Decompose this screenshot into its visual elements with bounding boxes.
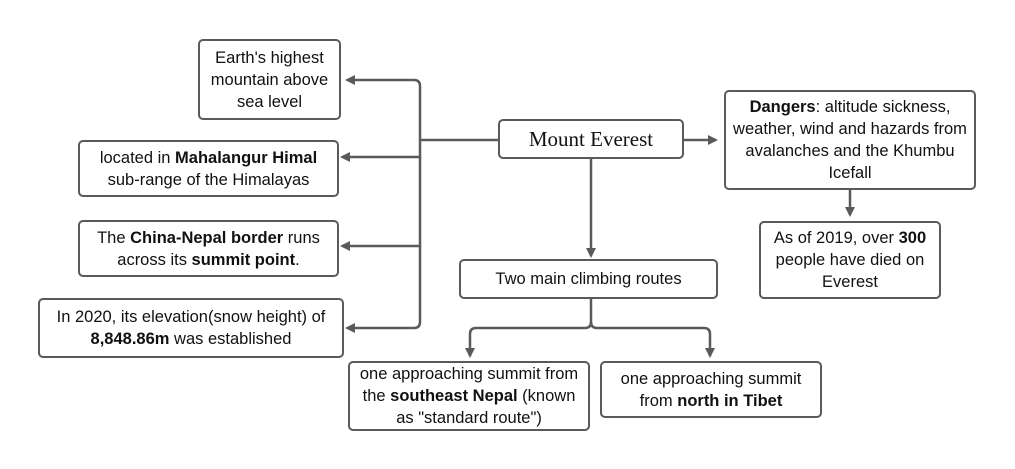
center-node-mount-everest: Mount Everest [498, 119, 684, 159]
connector-to-fact-1 [345, 75, 422, 140]
routes-title: Two main climbing routes [495, 270, 682, 288]
center-node-title: Mount Everest [528, 127, 654, 151]
route-southeast-box: one approaching summit from the southeas… [348, 361, 590, 431]
route-north-box: one approaching summit from north in Tib… [600, 361, 822, 418]
fact-box-elevation: In 2020, its elevation(snow height) of 8… [38, 298, 344, 358]
dangers-text: Dangers: altitude sickness, weather, win… [733, 98, 967, 182]
fact-box-border: The China-Nepal border runs across its s… [78, 220, 339, 277]
fact-text-elevation: In 2020, its elevation(snow height) of 8… [56, 308, 326, 348]
connector-routes-north [589, 321, 715, 358]
connector-to-fact-2 [340, 140, 422, 162]
connector-to-fact-4 [345, 246, 422, 333]
dangers-box: Dangers: altitude sickness, weather, win… [724, 90, 976, 190]
fact-box-highest: Earth's highest mountain above sea level [198, 39, 341, 120]
deaths-box: As of 2019, over 300 people have died on… [759, 221, 941, 299]
route-north-text: one approaching summit from north in Tib… [620, 369, 802, 410]
connector-to-fact-3 [340, 157, 422, 251]
route-southeast-text: one approaching summit from the southeas… [359, 365, 579, 427]
connector-routes-split [465, 299, 593, 358]
fact-box-location: located in Mahalangur Himal sub-range of… [78, 140, 339, 197]
routes-box: Two main climbing routes [459, 259, 718, 299]
deaths-text: As of 2019, over 300 people have died on… [773, 229, 927, 291]
fact-text-border: The China-Nepal border runs across its s… [97, 228, 320, 269]
fact-text-location: located in Mahalangur Himal sub-range of… [99, 148, 318, 189]
fact-text-highest: Earth's highest mountain above sea level [210, 48, 329, 111]
